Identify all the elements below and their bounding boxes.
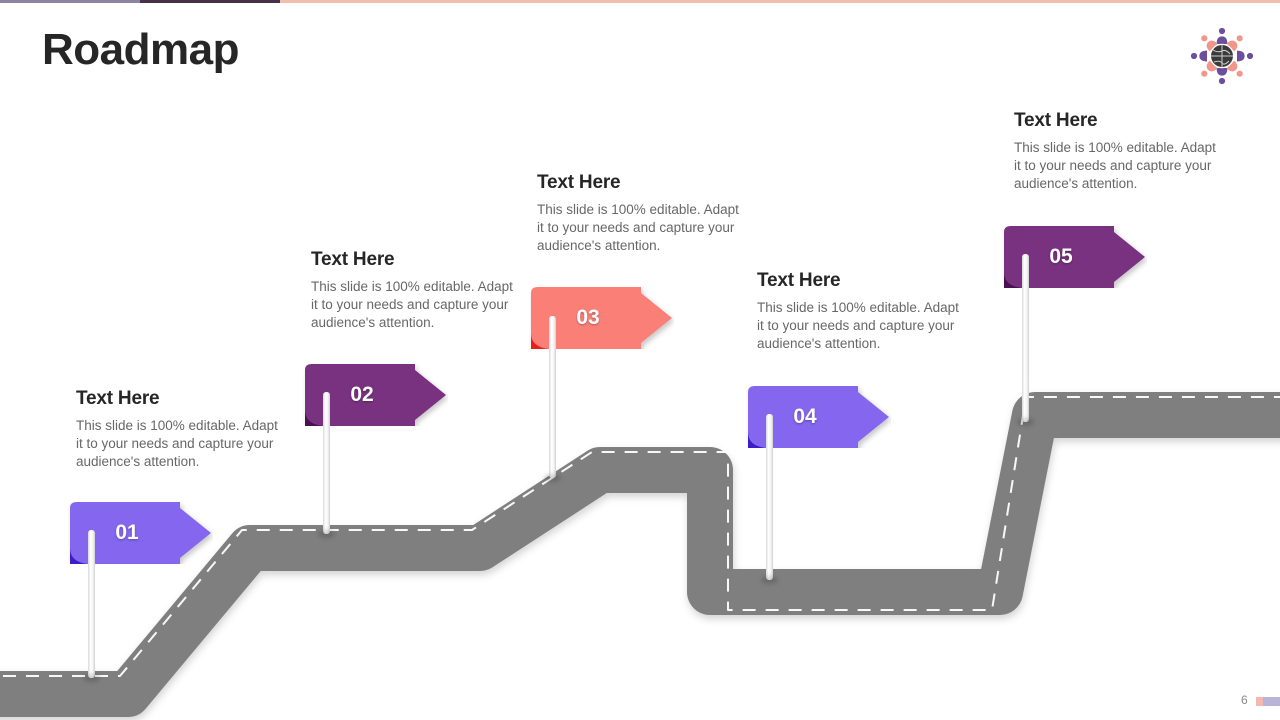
top-accent-segment-1 — [0, 0, 140, 3]
footer-accent-bar-a — [1256, 697, 1263, 706]
milestone-05-pole — [1022, 254, 1029, 422]
milestone-01-heading: Text Here — [76, 388, 160, 409]
footer-page-number: 6 — [1241, 693, 1248, 707]
page-number-value: 6 — [1241, 693, 1248, 707]
milestone-03-pole — [549, 316, 556, 478]
milestone-03-banner-shape — [531, 287, 672, 349]
milestone-04-text: Text Here This slide is 100% editable. A… — [757, 270, 967, 353]
milestone-04-pole — [766, 414, 773, 580]
footer-accent-bar-b — [1263, 697, 1280, 706]
milestone-01-body: This slide is 100% editable. Adapt it to… — [76, 418, 278, 470]
milestone-01-banner-shape — [70, 502, 211, 564]
milestone-02-banner-shape — [305, 364, 446, 426]
logo-people-ring — [1190, 27, 1254, 85]
milestone-02-text: Text Here This slide is 100% editable. A… — [311, 249, 521, 332]
milestone-04-body: This slide is 100% editable. Adapt it to… — [757, 300, 959, 352]
road-centre-dashes — [0, 396, 1280, 677]
milestone-04-banner-shape — [748, 386, 889, 448]
milestone-03-body: This slide is 100% editable. Adapt it to… — [537, 202, 739, 254]
milestone-05-body: This slide is 100% editable. Adapt it to… — [1014, 140, 1216, 192]
milestone-01-pole — [88, 530, 95, 678]
milestone-01-text: Text Here This slide is 100% editable. A… — [76, 388, 286, 471]
road-surface — [0, 392, 1280, 717]
milestone-04-heading: Text Here — [757, 270, 841, 291]
top-accent-segment-3 — [280, 0, 1280, 3]
footer-accent-bar — [1256, 697, 1280, 706]
milestone-03-text: Text Here This slide is 100% editable. A… — [537, 172, 747, 255]
milestone-05-heading: Text Here — [1014, 110, 1098, 131]
milestone-05-banner-shape — [1004, 226, 1145, 288]
milestone-03-heading: Text Here — [537, 172, 621, 193]
page-title: Roadmap — [42, 25, 239, 74]
globe-icon — [1209, 43, 1235, 69]
top-accent-segment-2 — [140, 0, 280, 3]
milestone-02-heading: Text Here — [311, 249, 395, 270]
milestone-05-text: Text Here This slide is 100% editable. A… — [1014, 110, 1224, 193]
milestone-02-body: This slide is 100% editable. Adapt it to… — [311, 279, 513, 331]
milestone-02-pole — [323, 392, 330, 534]
top-accent-bar — [0, 0, 1280, 4]
globe-people-logo — [1186, 24, 1258, 88]
globe-people-logo-svg — [1190, 27, 1254, 85]
